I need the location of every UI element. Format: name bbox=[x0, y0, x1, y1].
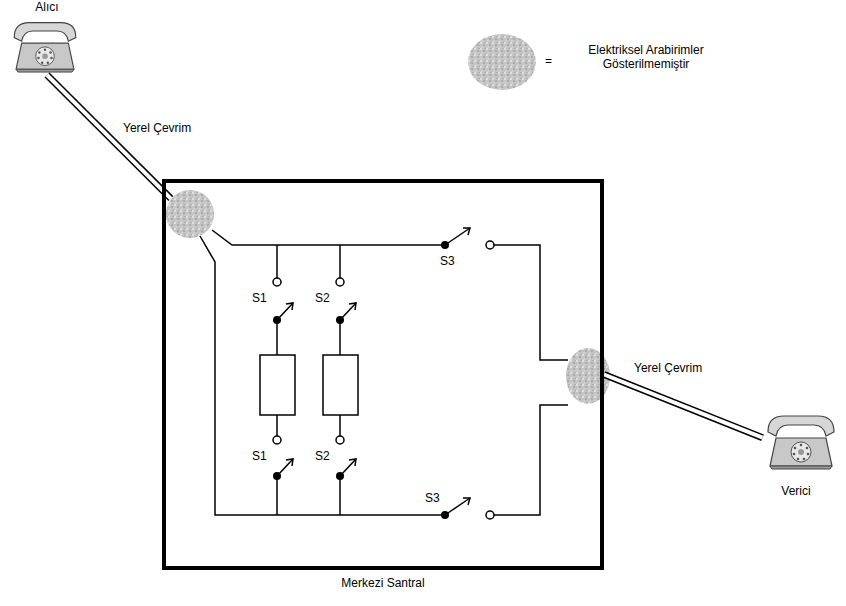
switch-symbol bbox=[273, 228, 494, 519]
local-loop-line bbox=[604, 375, 763, 438]
circuit-wires bbox=[200, 230, 568, 515]
node-label: Verici bbox=[781, 484, 810, 498]
legend-blob bbox=[468, 34, 536, 90]
telephone-icon bbox=[768, 416, 834, 469]
legend-text: Elektriksel Arabirimler Gösterilmemiştir bbox=[576, 43, 716, 71]
line-label: Yerel Çevrim bbox=[633, 361, 703, 375]
switch-label: S3 bbox=[440, 254, 455, 268]
line-label: Yerel Çevrim bbox=[122, 121, 192, 135]
switch-label: S1 bbox=[252, 449, 267, 463]
interface-blob bbox=[166, 190, 214, 238]
local-loop-line bbox=[47, 75, 171, 199]
telephone-node: Verici bbox=[752, 408, 840, 498]
switch-label: S1 bbox=[252, 291, 267, 305]
telephone-node: Alıcı bbox=[8, 0, 86, 75]
switch-label: S2 bbox=[315, 291, 330, 305]
node-label: Merkezi Santral bbox=[166, 576, 600, 590]
central-office-box: Merkezi Santral bbox=[162, 179, 604, 570]
node-label: Alıcı bbox=[35, 0, 58, 14]
legend-equals: = bbox=[545, 54, 552, 68]
resistor-symbol bbox=[260, 355, 358, 415]
switch-label: S3 bbox=[425, 491, 440, 505]
telephone-icon bbox=[14, 23, 76, 72]
switch-label: S2 bbox=[315, 449, 330, 463]
